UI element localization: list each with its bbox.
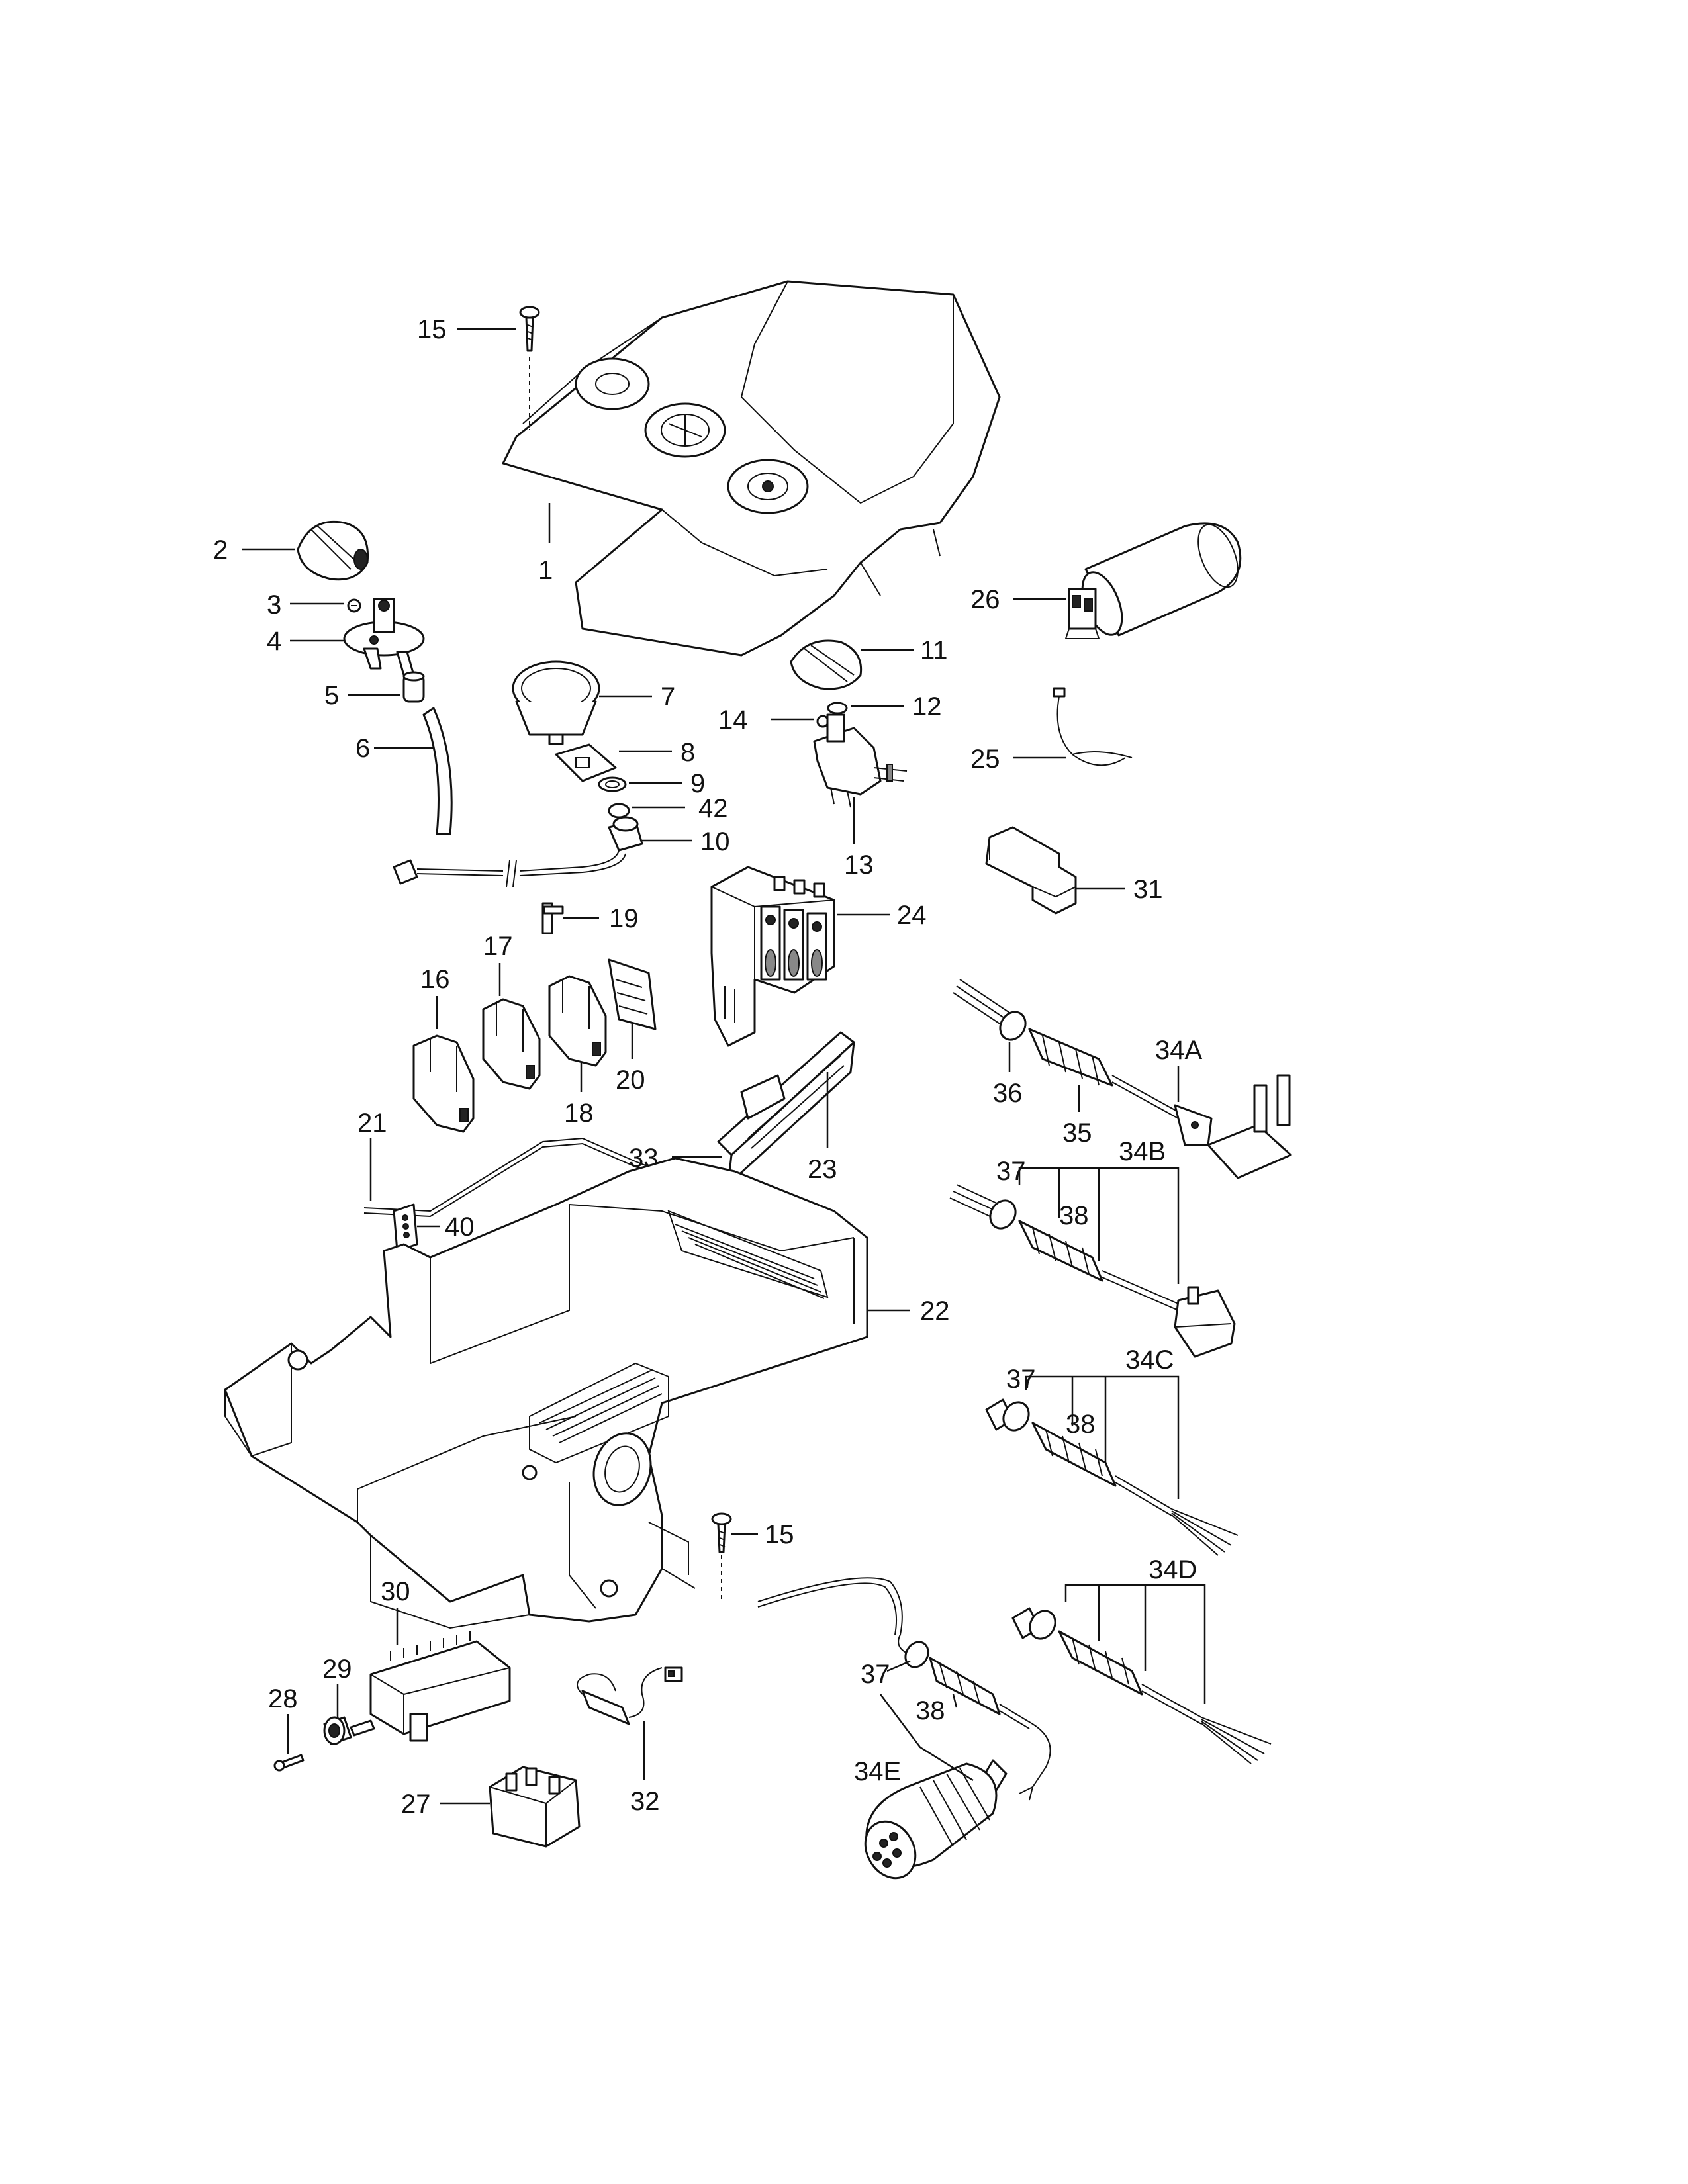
part-28-pin (273, 1754, 305, 1772)
label-1: 1 (538, 556, 553, 585)
label-35: 35 (1062, 1118, 1092, 1148)
label-24: 24 (897, 901, 927, 930)
label-37-e: 37 (861, 1660, 890, 1689)
label-31: 31 (1133, 875, 1163, 904)
part-30-terminal-strip (369, 1631, 511, 1742)
part-5-sleeve (402, 671, 425, 703)
part-8-gasket (555, 743, 617, 782)
part-34C-power-cord (985, 1398, 1239, 1556)
label-12: 12 (912, 692, 942, 721)
part-7-gauge (512, 660, 600, 745)
label-3: 3 (267, 590, 281, 619)
part-4-valve (343, 598, 425, 676)
part-24-contactor (710, 866, 835, 1047)
part-9-washer (598, 776, 627, 792)
label-9: 9 (690, 769, 705, 798)
label-15-lower: 15 (765, 1520, 794, 1549)
part-20-plate (608, 958, 657, 1030)
label-13: 13 (844, 850, 874, 880)
label-11: 11 (920, 636, 948, 665)
label-23: 23 (808, 1155, 837, 1184)
label-4: 4 (267, 627, 281, 656)
label-10: 10 (700, 827, 730, 856)
part-11-knob (790, 639, 863, 690)
label-34E: 34E (854, 1757, 901, 1786)
part-13-switch (813, 713, 908, 808)
label-8: 8 (680, 738, 695, 767)
part-6-hose (422, 707, 453, 835)
label-21: 21 (357, 1109, 387, 1138)
part-40-connector (393, 1203, 418, 1252)
label-38-b: 38 (1059, 1201, 1089, 1230)
label-29: 29 (322, 1655, 352, 1684)
part-34B-power-cord (949, 1184, 1236, 1358)
label-42: 42 (698, 794, 728, 823)
part-2-knob (297, 520, 369, 581)
label-19: 19 (609, 904, 639, 933)
label-30: 30 (381, 1577, 410, 1606)
label-38-e: 38 (915, 1696, 945, 1725)
part-27-relay (489, 1766, 581, 1848)
label-2: 2 (213, 535, 228, 565)
part-12-washer (827, 702, 848, 715)
part-1-top-cover (502, 280, 1001, 657)
part-34E-power-cord (757, 1577, 1051, 1880)
part-29-plug (323, 1716, 375, 1745)
label-34B: 34B (1119, 1137, 1166, 1166)
label-28: 28 (268, 1684, 298, 1713)
part-15-screw-lower (711, 1512, 732, 1553)
part-23-circuit-board (717, 1031, 855, 1186)
label-14: 14 (718, 705, 748, 735)
part-25-wire (1053, 687, 1133, 766)
label-6: 6 (355, 734, 370, 763)
label-17: 17 (483, 932, 513, 961)
part-19-jumper (541, 902, 564, 934)
part-32-wire-harness (577, 1666, 683, 1725)
part-34D-power-cord (1011, 1607, 1272, 1764)
part-18-terminal-block (548, 975, 607, 1067)
part-22-base-housing (224, 1157, 868, 1629)
part-10-capillary-tube (393, 816, 643, 887)
label-7: 7 (661, 682, 675, 711)
label-32: 32 (630, 1787, 660, 1816)
label-5: 5 (324, 681, 339, 710)
part-16-terminal-block (412, 1034, 475, 1133)
label-16: 16 (420, 965, 450, 994)
part-17-terminal-block (482, 998, 541, 1090)
label-25: 25 (970, 745, 1000, 774)
label-37-b: 37 (996, 1157, 1026, 1186)
label-27: 27 (401, 1790, 431, 1819)
label-15-top: 15 (417, 315, 447, 344)
label-18: 18 (564, 1099, 594, 1128)
label-34D: 34D (1149, 1555, 1197, 1584)
label-36: 36 (993, 1079, 1023, 1108)
label-40: 40 (445, 1212, 475, 1242)
label-38-c: 38 (1066, 1410, 1096, 1439)
part-31-block (985, 826, 1077, 915)
part-34A-power-cord (953, 979, 1292, 1179)
label-34C: 34C (1125, 1345, 1174, 1375)
part-3-screw (347, 598, 361, 613)
label-37-c: 37 (1006, 1365, 1036, 1394)
label-26: 26 (970, 585, 1000, 614)
label-34A: 34A (1155, 1036, 1202, 1065)
label-20: 20 (616, 1066, 645, 1095)
part-42-o-ring (608, 803, 630, 819)
part-26-capacitor (1064, 522, 1242, 639)
label-22: 22 (920, 1297, 950, 1326)
part-15-screw-top (519, 306, 540, 352)
